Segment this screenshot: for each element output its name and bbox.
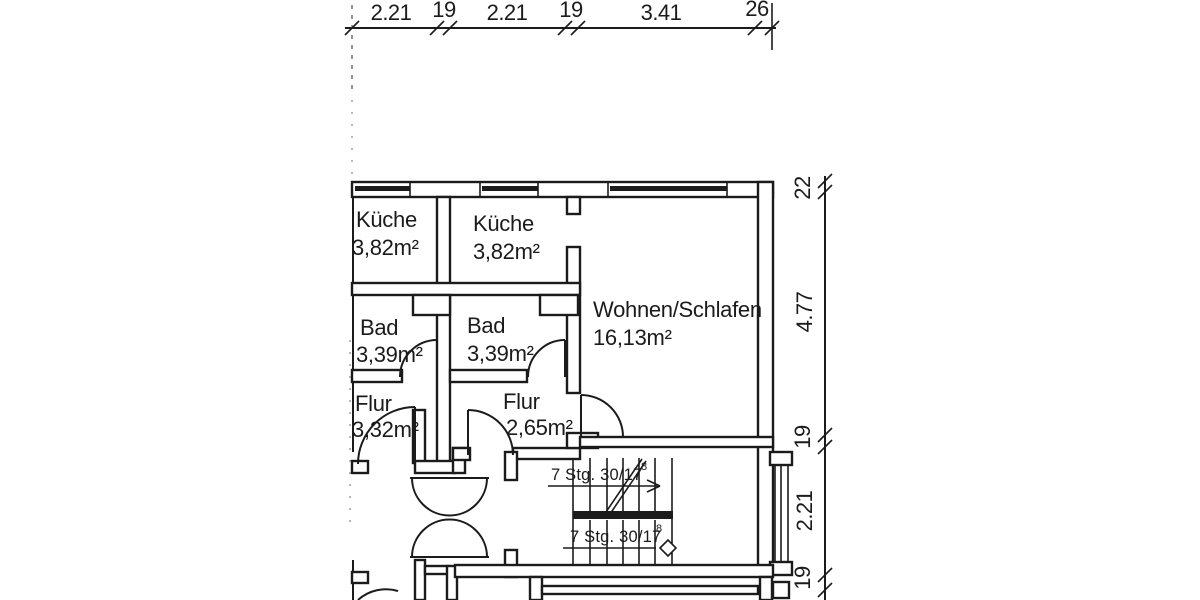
- room-area-label: 16,13m²: [593, 325, 672, 350]
- stair-start-marker: [658, 538, 678, 558]
- partition-wall: [423, 564, 451, 576]
- partition-wall: [350, 570, 370, 585]
- partition-wall: [528, 575, 544, 600]
- room-labels: Küche 3,82m² Küche 3,82m² Wohnen/Schlafe…: [352, 207, 762, 442]
- dim-label: 19: [790, 566, 815, 590]
- door-arc: [527, 339, 566, 378]
- stair-steps-lower: [589, 520, 656, 565]
- room-area-label: 3,32m²: [352, 417, 419, 442]
- dim-label: 2.21: [792, 490, 817, 531]
- partition-wall: [565, 245, 582, 395]
- stairwell-wall: [453, 563, 775, 579]
- room-name-label: Bad: [467, 313, 505, 338]
- room-name-label: Flur: [355, 391, 392, 416]
- dim-label: 4.77: [792, 291, 817, 332]
- partition-wall: [758, 575, 774, 600]
- partition-wall: [350, 281, 582, 297]
- dim-label: 19: [790, 425, 815, 449]
- dimension-ticks: [344, 20, 780, 36]
- windows: [355, 182, 794, 577]
- stairs-flight-label: 7 Stg. 30/17: [570, 528, 661, 546]
- top-dimension-line: 2.21 19 2.21 19 3.41 26: [344, 0, 780, 530]
- room-name-label: Küche: [473, 211, 534, 236]
- partition-wall: [350, 459, 370, 475]
- room-area-label: 3,82m²: [352, 235, 419, 260]
- stair-break-line: [609, 460, 647, 515]
- stairs: 7 Stg. 30/17 8 7 Stg. 30/17 8: [453, 458, 791, 600]
- stairs-flight-label: 7 Stg. 30/17: [551, 466, 642, 484]
- partition-wall: [578, 435, 775, 449]
- stairwell-wall: [503, 450, 519, 482]
- walls: [350, 180, 775, 600]
- room-area-label: 3,82m²: [473, 239, 540, 264]
- partition-wall: [565, 195, 582, 216]
- door-arc: [357, 406, 416, 465]
- room-area-label: 3,39m²: [467, 341, 534, 366]
- door-arc: [411, 477, 488, 517]
- partition-wall: [350, 368, 404, 384]
- dim-label: 3.41: [641, 0, 682, 25]
- dim-label: 19: [559, 0, 583, 22]
- dim-label: 22: [790, 176, 815, 200]
- exterior-east-wall: [756, 180, 775, 577]
- partition-wall: [448, 368, 529, 384]
- door-arc: [467, 409, 514, 456]
- room-area-label: 2,65m²: [506, 415, 573, 440]
- room-name-label: Flur: [503, 389, 540, 414]
- room-name-label: Wohnen/Schlafen: [593, 297, 762, 322]
- room-name-label: Bad: [360, 315, 398, 340]
- dim-label: 2.21: [487, 0, 528, 25]
- partition-wall: [540, 584, 760, 596]
- partition-wall: [445, 564, 459, 600]
- shaft: [411, 293, 452, 317]
- dim-label: 19: [432, 0, 456, 22]
- stair-arrow-up: [548, 479, 661, 493]
- door-arc: [399, 339, 438, 378]
- room-area-label: 3,39m²: [356, 342, 423, 367]
- partition-wall: [435, 195, 452, 472]
- dimension-ticks: [817, 173, 833, 598]
- stair-steps-upper: [589, 458, 656, 512]
- stairs-flight-superscript: 8: [641, 461, 647, 473]
- wall-jog: [768, 450, 794, 467]
- window: [482, 186, 538, 191]
- partition-wall: [451, 446, 472, 462]
- window: [355, 186, 410, 191]
- wall-jog: [771, 580, 791, 600]
- door-arc: [357, 588, 399, 600]
- door-arc: [411, 518, 488, 558]
- doors: [357, 339, 624, 600]
- shaft: [538, 293, 580, 317]
- door-arc: [580, 394, 624, 438]
- partition-wall: [413, 459, 457, 475]
- dim-label: 26: [745, 0, 769, 21]
- stairs-flight-superscript: 8: [656, 523, 662, 535]
- room-name-label: Küche: [356, 207, 417, 232]
- stair-arrow-down: [563, 538, 678, 558]
- partition-wall: [413, 558, 427, 600]
- dim-label: 2.21: [371, 0, 412, 25]
- partition-wall: [511, 446, 582, 461]
- right-dimension-line: 22 4.77 19 2.21 19: [790, 173, 833, 600]
- window: [610, 186, 727, 191]
- stair-handrail: [573, 511, 673, 519]
